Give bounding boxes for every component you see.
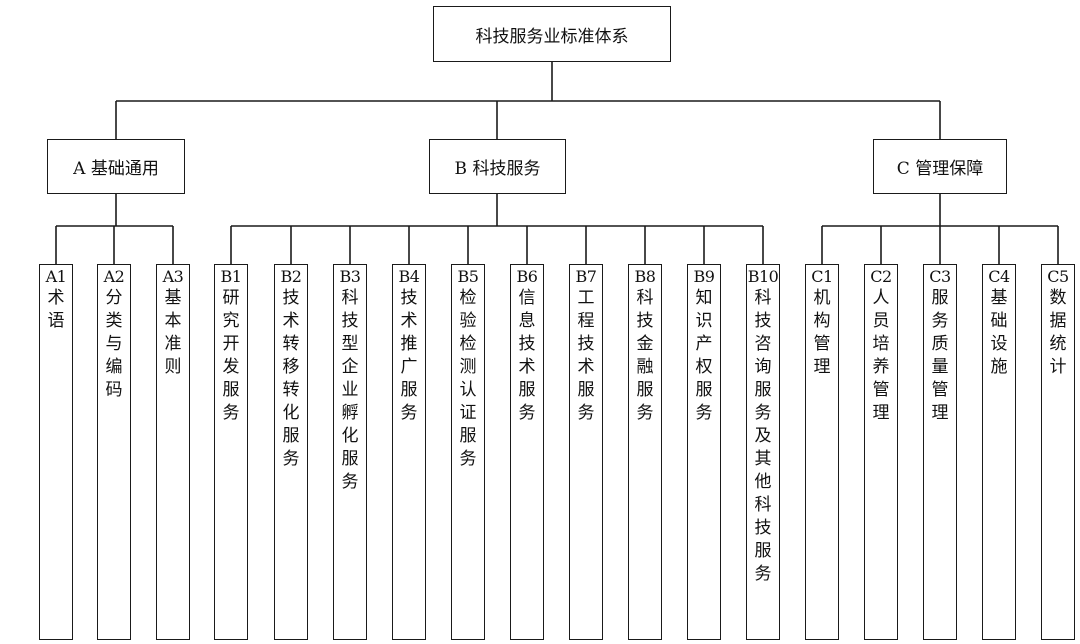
leaf-node-c2: C2 人员培养管理 (864, 264, 898, 640)
leaf-code: B9 (693, 267, 715, 286)
leaf-name: 技术推广服务 (400, 288, 418, 423)
leaf-name: 科技金融服务 (636, 288, 654, 423)
category-node-a: A 基础通用 (47, 139, 185, 194)
leaf-name: 科技咨询服务及其他科技服务 (754, 288, 772, 584)
leaf-node-b4: B4 技术推广服务 (392, 264, 426, 640)
leaf-name: 研究开发服务 (222, 288, 240, 423)
leaf-node-a1: A1 术语 (39, 264, 73, 640)
leaf-code: B5 (457, 267, 479, 286)
leaf-node-b1: B1 研究开发服务 (214, 264, 248, 640)
leaf-code: A2 (103, 267, 125, 286)
category-a-label: A 基础通用 (73, 159, 159, 179)
leaf-code: C4 (988, 267, 1010, 286)
leaf-node-c1: C1 机构管理 (805, 264, 839, 640)
leaf-name: 基本准则 (164, 288, 182, 377)
leaf-code: B7 (575, 267, 597, 286)
leaf-name: 知识产权服务 (695, 288, 713, 423)
leaf-name: 基础设施 (990, 288, 1008, 377)
leaf-node-c4: C4 基础设施 (982, 264, 1016, 640)
leaf-node-a3: A3 基本准则 (156, 264, 190, 640)
leaf-code: C3 (929, 267, 951, 286)
leaf-name: 术语 (47, 288, 65, 331)
category-c-label: C 管理保障 (896, 159, 984, 179)
leaf-code: B4 (398, 267, 420, 286)
leaf-node-c3: C3 服务质量管理 (923, 264, 957, 640)
leaf-code: C5 (1047, 267, 1069, 286)
leaf-name: 服务质量管理 (931, 288, 949, 423)
leaf-code: B8 (634, 267, 656, 286)
leaf-name: 数据统计 (1049, 288, 1067, 377)
leaf-name: 分类与编码 (105, 288, 123, 400)
leaf-code: B6 (516, 267, 538, 286)
category-node-b: B 科技服务 (429, 139, 566, 194)
leaf-node-b9: B9 知识产权服务 (687, 264, 721, 640)
root-node-label: 科技服务业标准体系 (475, 26, 629, 47)
leaf-code: B3 (339, 267, 361, 286)
leaf-name: 机构管理 (813, 288, 831, 377)
leaf-node-b5: B5 检验检测认证服务 (451, 264, 485, 640)
leaf-node-b3: B3 科技型企业孵化服务 (333, 264, 367, 640)
leaf-name: 检验检测认证服务 (459, 288, 477, 469)
leaf-code: C2 (870, 267, 892, 286)
leaf-code: B10 (747, 267, 779, 286)
leaf-node-b6: B6 信息技术服务 (510, 264, 544, 640)
category-b-label: B 科技服务 (454, 159, 541, 179)
leaf-node-c5: C5 数据统计 (1041, 264, 1075, 640)
leaf-node-b10: B10 科技咨询服务及其他科技服务 (746, 264, 780, 640)
leaf-name: 人员培养管理 (872, 288, 890, 423)
leaf-node-a2: A2 分类与编码 (97, 264, 131, 640)
category-node-c: C 管理保障 (873, 139, 1007, 194)
leaf-code: B2 (280, 267, 302, 286)
leaf-name: 工程技术服务 (577, 288, 595, 423)
leaf-name: 信息技术服务 (518, 288, 536, 423)
leaf-node-b2: B2 技术转移转化服务 (274, 264, 308, 640)
leaf-node-b8: B8 科技金融服务 (628, 264, 662, 640)
leaf-node-b7: B7 工程技术服务 (569, 264, 603, 640)
leaf-code: A3 (162, 267, 184, 286)
leaf-code: A1 (45, 267, 67, 286)
leaf-code: B1 (220, 267, 242, 286)
leaf-name: 科技型企业孵化服务 (341, 288, 359, 492)
leaf-code: C1 (811, 267, 833, 286)
leaf-name: 技术转移转化服务 (282, 288, 300, 469)
root-node: 科技服务业标准体系 (433, 6, 671, 62)
